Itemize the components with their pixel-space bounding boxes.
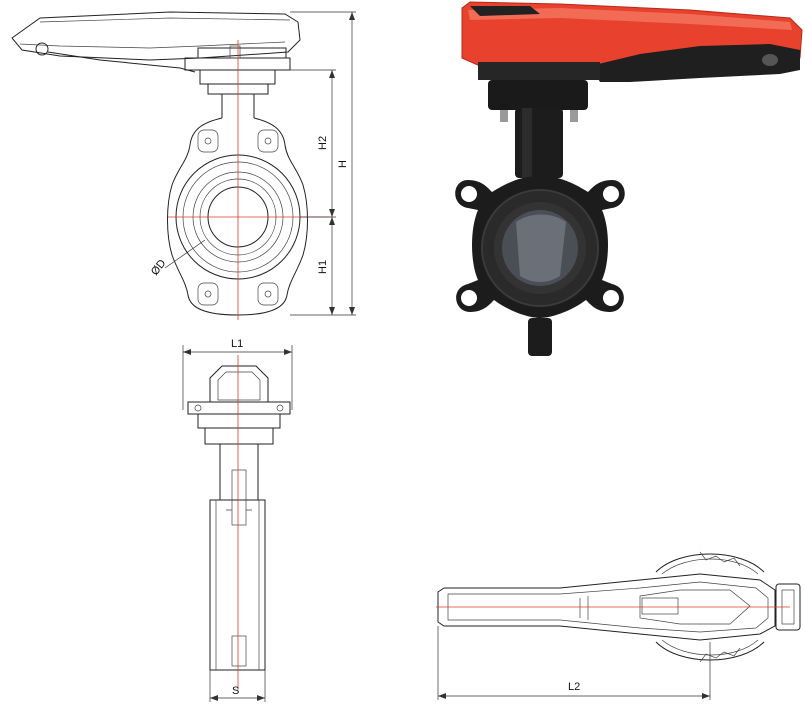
top-view-handle (437, 573, 776, 641)
top-view-drawing: L2 (436, 551, 801, 700)
width-L1-label: L1 (231, 338, 243, 350)
height-H1-label: H1 (317, 260, 329, 274)
front-view-body (167, 117, 308, 316)
width-L1-dimension (182, 345, 293, 410)
length-L2-label: L2 (568, 681, 580, 693)
front-view-drawing: ØD H H2 H1 (11, 11, 356, 320)
photo-valve-body (455, 176, 625, 356)
width-S-label: S (232, 685, 239, 697)
side-view-handle-cap (187, 365, 291, 445)
length-L2-dimension (437, 626, 711, 700)
height-dimensions (290, 11, 356, 316)
front-view-neck (221, 94, 255, 118)
front-view-handle (11, 11, 301, 73)
photo-lever-underside (590, 44, 800, 82)
side-view-drawing: L1 S (182, 338, 293, 702)
diameter-label: ØD (149, 257, 169, 277)
valve-photo-render (455, 1, 803, 356)
front-view-bolt-lugs (197, 129, 279, 306)
height-H-label: H (337, 160, 349, 168)
width-S-dimension (209, 670, 266, 702)
height-H2-label: H2 (317, 136, 329, 150)
side-view-body (209, 469, 266, 671)
diameter-leader-line (164, 239, 206, 269)
